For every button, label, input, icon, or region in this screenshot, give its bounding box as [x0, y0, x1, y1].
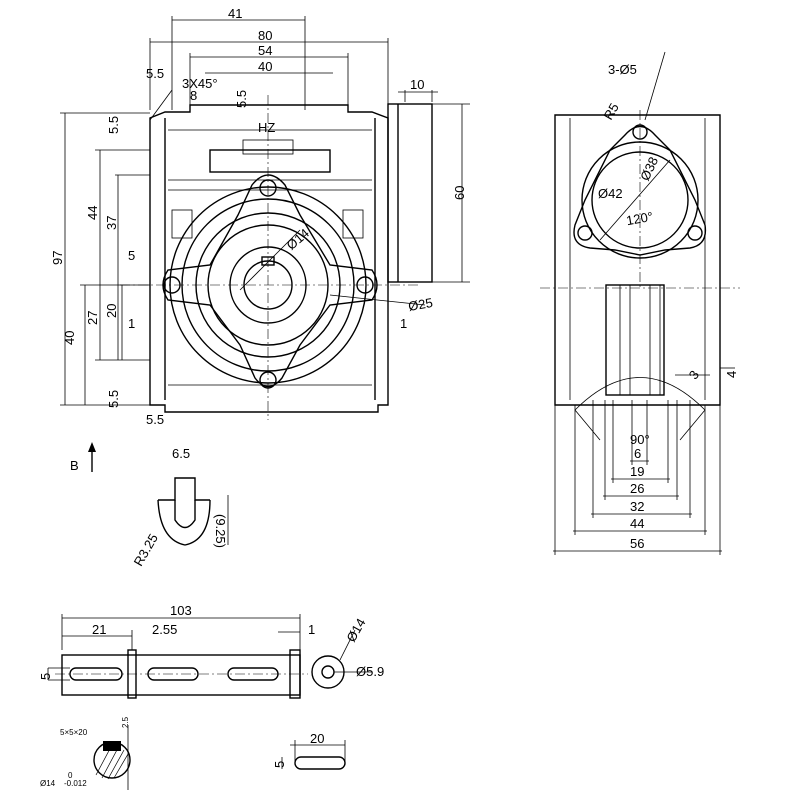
key-size: 5×5×20 [60, 728, 88, 737]
key-tol-lower: -0.012 [64, 779, 87, 788]
dim-3: 3 [686, 368, 702, 383]
dim-8: 8 [190, 88, 197, 103]
chamfer-label: 3X45° [182, 76, 218, 91]
dim-5-5-top-left: 5.5 [146, 66, 164, 81]
dim-97: 97 [50, 251, 65, 265]
shaft-dim-1: 1 [308, 622, 315, 637]
dim-10: 10 [410, 77, 424, 92]
dim-40-left: 40 [62, 331, 77, 345]
shaft-length: 103 [170, 603, 192, 618]
width-44: 44 [630, 516, 644, 531]
dim-44: 44 [85, 206, 100, 220]
arc-90: 90° [630, 432, 650, 447]
dim-37: 37 [104, 216, 119, 230]
radius-r5: R5 [601, 101, 622, 123]
key-width: 5 [272, 761, 287, 768]
view-b: B 6.5 R3.25 (9.25) [70, 442, 229, 569]
width-32: 32 [630, 499, 644, 514]
front-view: 41 80 54 40 3X45° 5.5 8 5.5 HZ 10 60 97 … [50, 6, 470, 427]
key-section: 5×5×20 2.5 Ø14 0 -0.012 [40, 716, 131, 790]
shaft-view: 103 21 2.55 1 5 Ø14 Ø5.9 [38, 603, 384, 699]
side-view: 3-Ø5 R5 Ø38 Ø42 120° 90° 3 4 6 19 26 32 … [540, 51, 740, 555]
dim-1-left: 1 [128, 316, 135, 331]
dim-54: 54 [258, 43, 272, 58]
dim-41: 41 [228, 6, 242, 21]
view-b-dim-6-5: 6.5 [172, 446, 190, 461]
dim-5-5-left-bottom: 5.5 [106, 390, 121, 408]
dim-20: 20 [104, 304, 119, 318]
width-6: 6 [634, 446, 641, 461]
angle-120: 120° [625, 209, 654, 228]
dim-5-5-bottom: 5.5 [146, 412, 164, 427]
dim-27: 27 [85, 311, 100, 325]
shaft-dim-5: 5 [38, 673, 53, 680]
key-dia: Ø14 [40, 779, 56, 788]
shaft-center-hole: Ø5.9 [356, 664, 384, 679]
hz-label: HZ [258, 120, 275, 135]
dim-5-5-left-top: 5.5 [106, 116, 121, 134]
dim-4: 4 [724, 371, 739, 378]
shaft-diameter: Ø14 [343, 616, 368, 645]
view-b-label: B [70, 458, 79, 473]
width-26: 26 [630, 481, 644, 496]
key-depth: 2.5 [121, 716, 130, 728]
key-width-5: 5 [128, 248, 135, 263]
pilot-42: Ø42 [598, 186, 623, 201]
width-19: 19 [630, 464, 644, 479]
width-56: 56 [630, 536, 644, 551]
dim-5-5-vertical: 5.5 [234, 90, 249, 108]
dim-40: 40 [258, 59, 272, 74]
view-b-depth: (9.25) [213, 514, 228, 548]
shaft-dim-21: 21 [92, 622, 106, 637]
view-b-radius: R3.25 [131, 531, 161, 569]
bore-dia: Ø14 [284, 225, 312, 252]
dim-60: 60 [452, 186, 467, 200]
shaft-dim-2-55: 2.55 [152, 622, 177, 637]
boss-dia: Ø25 [407, 295, 434, 314]
dim-80: 80 [258, 28, 272, 43]
holes-label: 3-Ø5 [608, 62, 637, 77]
key-length: 20 [310, 731, 324, 746]
dim-1-right: 1 [400, 316, 407, 331]
key-tol-upper: 0 [68, 771, 73, 780]
pcd-38: Ø38 [637, 154, 661, 183]
key-part: 20 5 [272, 731, 346, 770]
